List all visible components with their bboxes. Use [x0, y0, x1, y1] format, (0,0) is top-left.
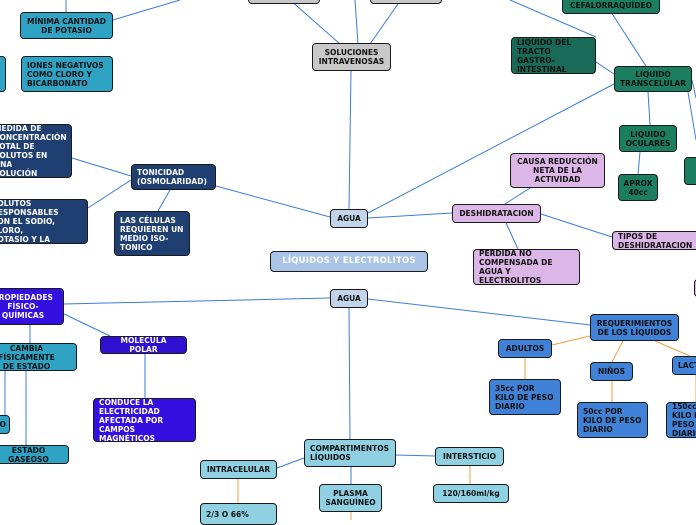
connector-line — [289, 0, 341, 45]
connector-line — [63, 297, 331, 305]
medida-concentracion-node[interactable]: MEDIDA DE CONCENTRACIÓN TOTAL DE SOLUTOS… — [0, 124, 72, 178]
connector-line — [369, 3, 399, 45]
lactantes-node[interactable]: LACTANTES — [672, 356, 696, 375]
causa-reduccion-node[interactable]: CAUSA REDUCCIÓN NETA DE LA ACTIVIDAD — [510, 153, 605, 188]
tipos-deshidratacion-node[interactable]: TIPOS DE DESHIDRATACION — [612, 231, 696, 250]
connector-line — [595, 61, 615, 75]
celulas-isotonico-node[interactable]: LAS CÉLULAS REQUIEREN UN MEDIO ISO- TONI… — [114, 211, 190, 256]
connector-line — [63, 313, 111, 337]
soluciones-intravenosas-node[interactable]: SOLUCIONES INTRAVENOSAS — [312, 43, 391, 71]
connector-line — [687, 91, 696, 141]
connector-line — [647, 91, 651, 126]
connector-line — [691, 79, 696, 99]
perdida-no-compensada-node[interactable]: PERDIDA NO COMPENSADA DE AGUA Y ELECTROL… — [473, 249, 580, 285]
agua-bottom-node[interactable]: AGUA — [330, 289, 368, 308]
connector-line — [367, 83, 615, 214]
lactantes-valor-node[interactable]: 150cc POR KILO DE PESO DIARIO — [666, 402, 696, 438]
connector-line — [551, 335, 591, 346]
adultos-node[interactable]: ADULTOS — [498, 339, 552, 358]
transcelular-node[interactable]: LIQUIDO TRANSCELULAR — [614, 66, 692, 92]
intracelular-node[interactable]: INTRACELULAR — [200, 460, 277, 479]
cambia-estado-node[interactable]: CAMBIA FÍSICAMENTE DE ESTADO — [0, 343, 77, 371]
conduce-electricidad-node[interactable]: CONDUCE LA ELECTRICIDAD AFECTADA POR CAM… — [93, 398, 196, 442]
oculares-node[interactable]: LIQUIDO OCULARES — [619, 125, 677, 152]
estado-gaseoso-node[interactable]: ESTADO GASEOSO — [0, 445, 69, 464]
connector-line — [87, 179, 132, 209]
connector-line — [654, 340, 691, 357]
connector-line — [395, 454, 436, 457]
connector-line — [637, 151, 641, 175]
propiedades-node[interactable]: PROPIEDADES FÍSICO- QUÍMICAS — [0, 288, 64, 325]
deshidratacion-node[interactable]: DESHIDRATACION — [452, 204, 541, 223]
principales-solutos-node[interactable]: PRINCIPALES SOLUTOS RESPONSABLES SON EL … — [0, 199, 88, 244]
intersticio-node[interactable]: INTERSTICIO — [435, 447, 504, 466]
connector-line — [611, 340, 624, 363]
minima-potasio-node[interactable]: MÍNIMA CANTIDAD DE POTASIO — [20, 12, 113, 39]
connector-line — [504, 187, 531, 205]
connector-line — [367, 298, 591, 326]
connector-line — [367, 212, 453, 219]
connector-line — [509, 0, 597, 38]
tonicidad-node[interactable]: TONICIDAD (OSMOLARIDAD) — [131, 164, 216, 190]
connector-line — [276, 457, 305, 469]
solido-node[interactable]: SÓLIDO — [0, 415, 10, 434]
plasma-node[interactable]: PLASMA SANGUÍNEO — [319, 484, 382, 512]
top-gray-node-2[interactable] — [370, 0, 442, 4]
requerimientos-node[interactable]: REQUERIMIENTOS DE LOS LÍQUIDOS — [590, 314, 679, 341]
adultos-valor-node[interactable]: 35cc POR KILO DE PESO DIARIO — [489, 379, 561, 415]
agua-top-node[interactable]: AGUA — [330, 209, 368, 228]
left-stub-node[interactable] — [0, 56, 6, 92]
connector-line — [505, 222, 519, 250]
connector-line — [540, 213, 613, 238]
intracelular-valor-node[interactable]: 2/3 O 66% — [200, 503, 277, 525]
connector-line — [215, 185, 331, 218]
connector-line — [348, 70, 352, 210]
compartimentos-node[interactable]: COMPARTIMENTOS LÍQUIDOS — [304, 439, 396, 467]
connector-line — [610, 11, 647, 67]
root-node[interactable]: LÍQUIDOS Y ELECTROLITOS — [270, 251, 428, 272]
connector-line — [157, 189, 171, 212]
intersticio-valor-node[interactable]: 120/160ml/kg — [433, 484, 509, 503]
connector-line — [354, 0, 359, 45]
ninos-node[interactable]: NIÑOS — [590, 362, 633, 381]
iones-negativos-node[interactable]: IONES NEGATIVOS COMO CLORO Y BICARBONATO — [21, 56, 113, 92]
right-green-stub-node[interactable] — [684, 157, 696, 185]
cefalorraquideo-node[interactable]: CEFALORRAQUÍDEO — [562, 0, 660, 14]
connector-line — [112, 0, 181, 21]
ninos-valor-node[interactable]: 50cc POR KILO DE PESO DIARIO — [577, 402, 648, 438]
aprox-40cc-node[interactable]: APROX 40cc — [618, 174, 658, 201]
connector-line — [348, 307, 351, 440]
connector-line — [71, 157, 132, 177]
tracto-gastrointestinal-node[interactable]: LIQUIDO DEL TRACTO GASTRO- INTESTINAL — [511, 37, 596, 74]
top-gray-node-1[interactable] — [248, 0, 320, 4]
molecula-polar-node[interactable]: MOLÉCULA POLAR — [100, 336, 187, 354]
